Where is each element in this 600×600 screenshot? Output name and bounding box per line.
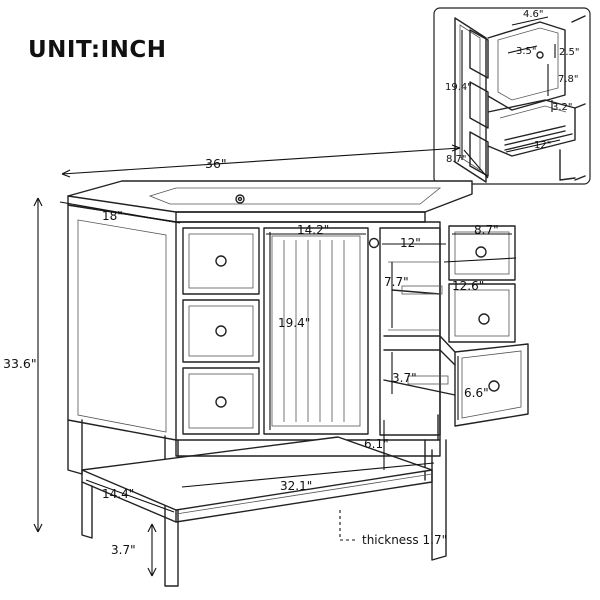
inset-lower-height-label: 3.2" — [552, 102, 573, 113]
height-total-label: 33.6" — [3, 356, 37, 371]
drawer-inner-height-label: 3.7" — [392, 371, 417, 385]
dimension-labels: 36" 18" 33.6" 14.2" 19.4" 12" 8.7" 7.7" … — [3, 156, 499, 557]
inset-depth-side-label: 12" — [534, 140, 551, 151]
width-total-label: 36" — [205, 156, 227, 171]
shelf-width-label: 32.1" — [280, 479, 312, 493]
dimension-lines — [33, 144, 517, 577]
drawer-gap-height-label: 7.7" — [384, 275, 409, 289]
inset-drawer-detail: 4.6" 3.5" 2.5" 7.8" 3.2" 19.4" 8.7" 12" — [433, 7, 591, 185]
drawer-front-height-label: 6.6" — [464, 386, 489, 400]
drawer-front-width-label: 8.7" — [474, 223, 499, 237]
shelf-gap-label: 6.1" — [364, 437, 389, 451]
drawer-inner-depth-label: 12.6" — [452, 279, 484, 293]
leg-height-label: 3.7" — [111, 543, 136, 557]
inset-depth-front-label: 8.7" — [446, 154, 467, 165]
unit-label: UNIT:INCH — [28, 37, 167, 63]
vanity-cabinet — [67, 180, 529, 587]
shelf-depth-label: 14.4" — [102, 487, 134, 501]
door-height-label: 19.4" — [278, 316, 310, 330]
inset-cabinet-height-label: 19.4" — [445, 82, 472, 93]
inset-inner-width-label: 3.5" — [516, 46, 537, 57]
inset-top-width-label: 4.6" — [523, 9, 544, 20]
door-width-label: 14.2" — [297, 223, 329, 237]
inset-top-height-label: 2.5" — [559, 47, 580, 58]
drawer-depth-label: 12" — [400, 236, 421, 250]
depth-label: 18" — [102, 209, 123, 223]
shelf-thickness-label: thickness 1.7" — [362, 533, 447, 547]
inset-mid-height-label: 7.8" — [558, 74, 579, 85]
